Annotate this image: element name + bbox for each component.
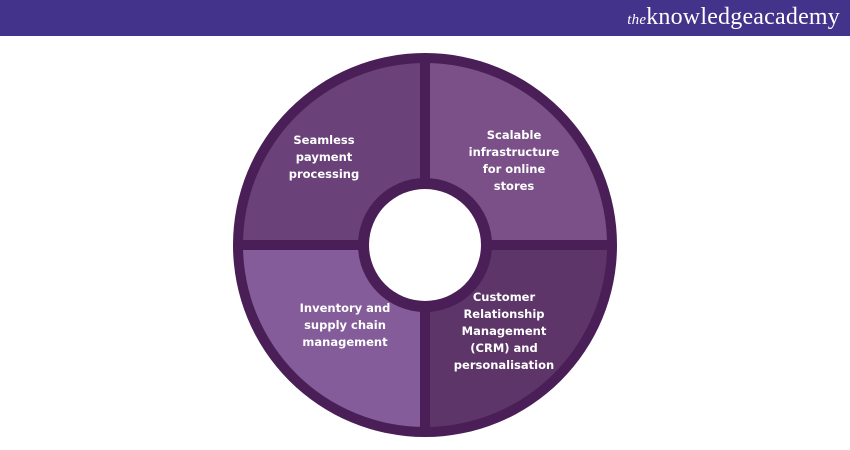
center-hole — [369, 189, 481, 301]
header-bar: theknowledgeacademy — [0, 0, 850, 36]
segment-label-bottom-left: Inventory and supply chain management — [299, 301, 391, 349]
segment-label-bottom-right: Customer Relationship Management (CRM) a… — [453, 290, 555, 372]
segment-label-top-right: Scalable infrastructure for online store… — [468, 128, 560, 193]
brand-logo: theknowledgeacademy — [627, 4, 840, 30]
segment-label-top-left: Seamless payment processing — [288, 133, 360, 181]
